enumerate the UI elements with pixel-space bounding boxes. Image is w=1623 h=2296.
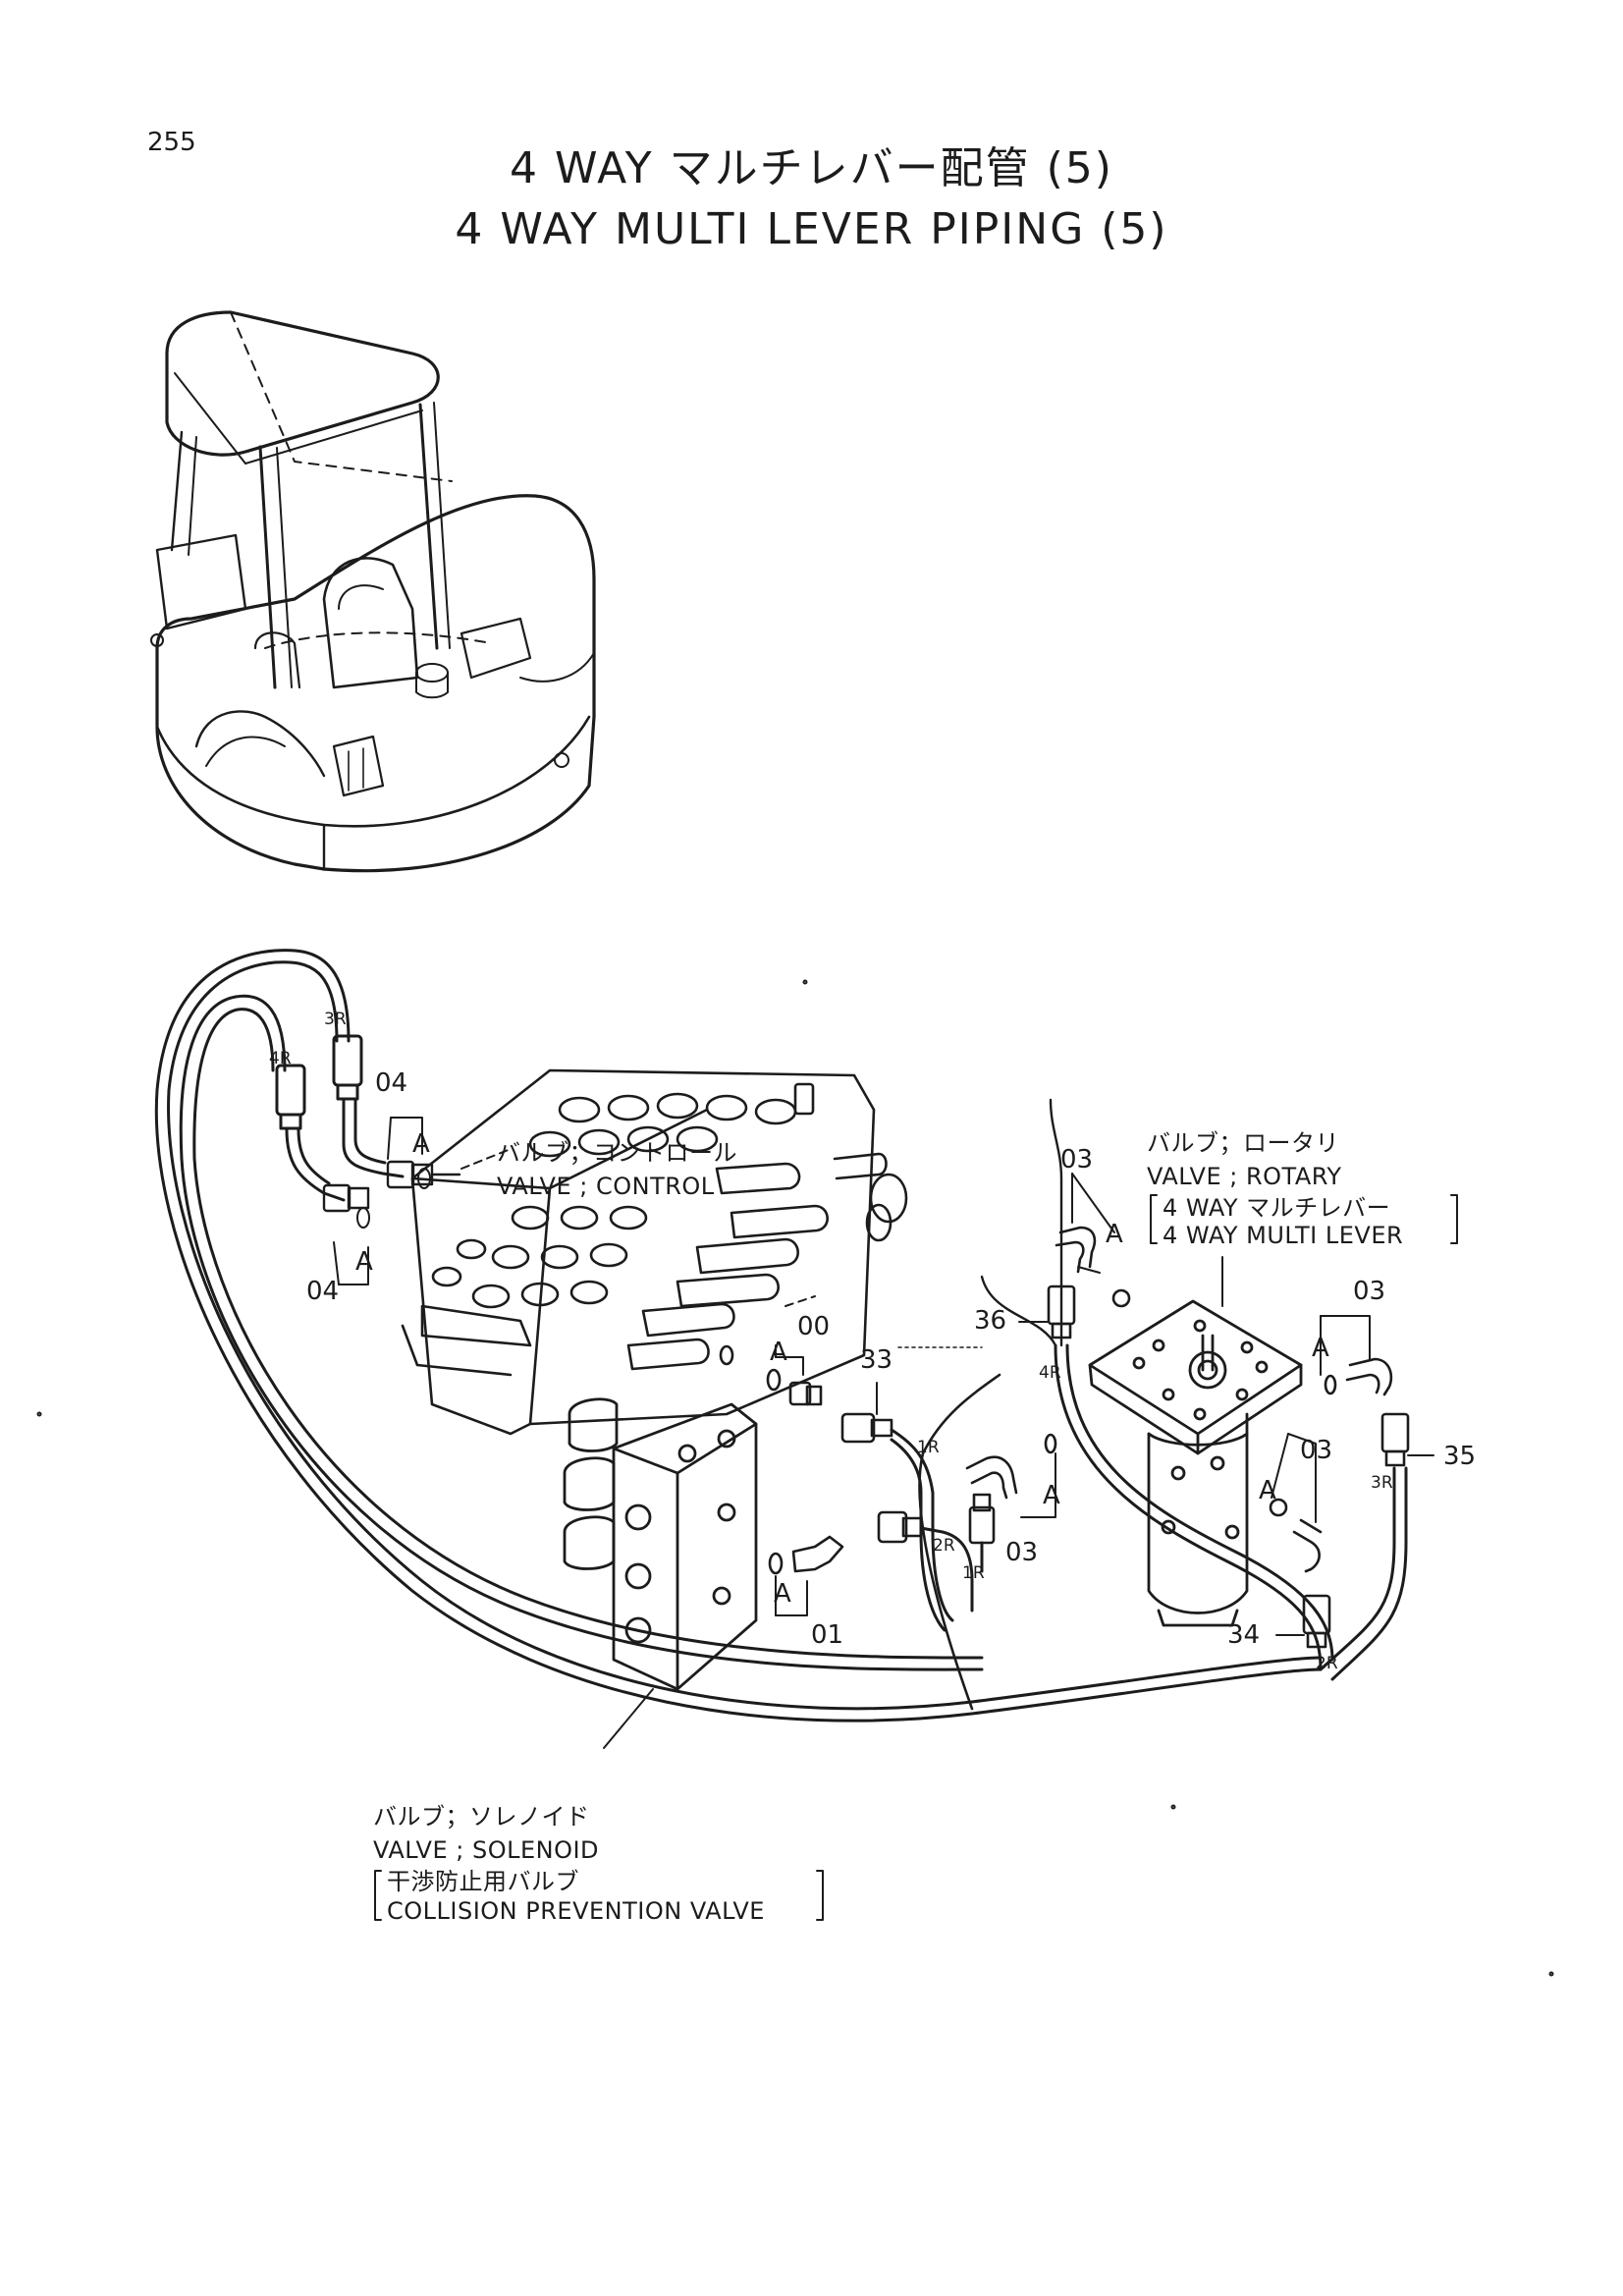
port-label-3r: 3R xyxy=(324,1010,347,1029)
solenoid-valve-block xyxy=(563,1397,758,1691)
callout-35: 35 xyxy=(1443,1442,1477,1471)
callout-36: 36 xyxy=(974,1306,1007,1336)
rotary-valve-label-en: VALVE ; ROTARY xyxy=(1147,1163,1342,1190)
port-label-2r: 2R xyxy=(933,1536,955,1556)
control-valve-block xyxy=(401,1068,908,1436)
callout-33: 33 xyxy=(860,1345,893,1375)
callout-01: 01 xyxy=(811,1620,844,1650)
solenoid-valve-note-jp: 干渉防止用バルブ xyxy=(387,1868,579,1895)
port-label-4r: 4R xyxy=(269,1049,292,1068)
port-label-3r-right: 3R xyxy=(1371,1473,1393,1493)
rotary-valve-note-jp: 4 WAY マルチレバー xyxy=(1163,1194,1391,1222)
callout-03-mid: 03 xyxy=(1005,1538,1039,1567)
detail-mark-a: A xyxy=(1259,1476,1276,1505)
control-valve-label-jp: バルブ；コントロール xyxy=(497,1139,737,1167)
center-fittings xyxy=(766,1368,1057,1632)
detail-mark-a: A xyxy=(774,1579,791,1609)
fittings-upper-left xyxy=(275,1034,461,1229)
fittings-right xyxy=(1047,1226,1410,1649)
leader-lines xyxy=(36,979,1554,1977)
rotary-valve-label-jp: バルブ；ロータリ xyxy=(1147,1129,1339,1157)
port-label-2r-low: 2R xyxy=(1316,1654,1338,1673)
solenoid-valve-label-en: VALVE ; SOLENOID xyxy=(373,1836,600,1864)
excavator-canopy-illustration xyxy=(150,310,596,873)
detail-mark-a: A xyxy=(412,1129,430,1159)
detail-mark-a: A xyxy=(1043,1481,1060,1510)
callout-34: 34 xyxy=(1227,1620,1261,1650)
control-valve-label-en: VALVE ; CONTROL xyxy=(497,1173,715,1200)
rotary-valve xyxy=(1088,1299,1303,1627)
callout-04-top: 04 xyxy=(375,1068,408,1098)
callout-00: 00 xyxy=(797,1312,831,1341)
page-title-english: 4 WAY MULTI LEVER PIPING (5) xyxy=(455,204,1168,254)
detail-mark-a: A xyxy=(1106,1220,1123,1249)
callout-03-right: 03 xyxy=(1353,1277,1386,1306)
port-label-4r-right: 4R xyxy=(1039,1363,1061,1383)
detail-mark-a: A xyxy=(1312,1334,1329,1363)
detail-mark-a: A xyxy=(770,1338,787,1367)
callout-04-bottom: 04 xyxy=(306,1277,340,1306)
solenoid-valve-note-en: COLLISION PREVENTION VALVE xyxy=(387,1897,765,1925)
hose-loops xyxy=(154,949,1408,1722)
port-label-1r: 1R xyxy=(917,1438,940,1457)
page-title-japanese: 4 WAY マルチレバー配管 (5) xyxy=(510,143,1113,193)
solenoid-valve-label-jp: バルブ；ソレノイド xyxy=(373,1803,590,1831)
rotary-valve-note-en: 4 WAY MULTI LEVER xyxy=(1163,1222,1404,1249)
page-number: 255 xyxy=(147,128,196,157)
callout-03-lower: 03 xyxy=(1300,1436,1333,1465)
detail-mark-a: A xyxy=(355,1247,373,1277)
callout-03-top: 03 xyxy=(1060,1145,1094,1175)
port-label-1r-low: 1R xyxy=(962,1563,985,1583)
